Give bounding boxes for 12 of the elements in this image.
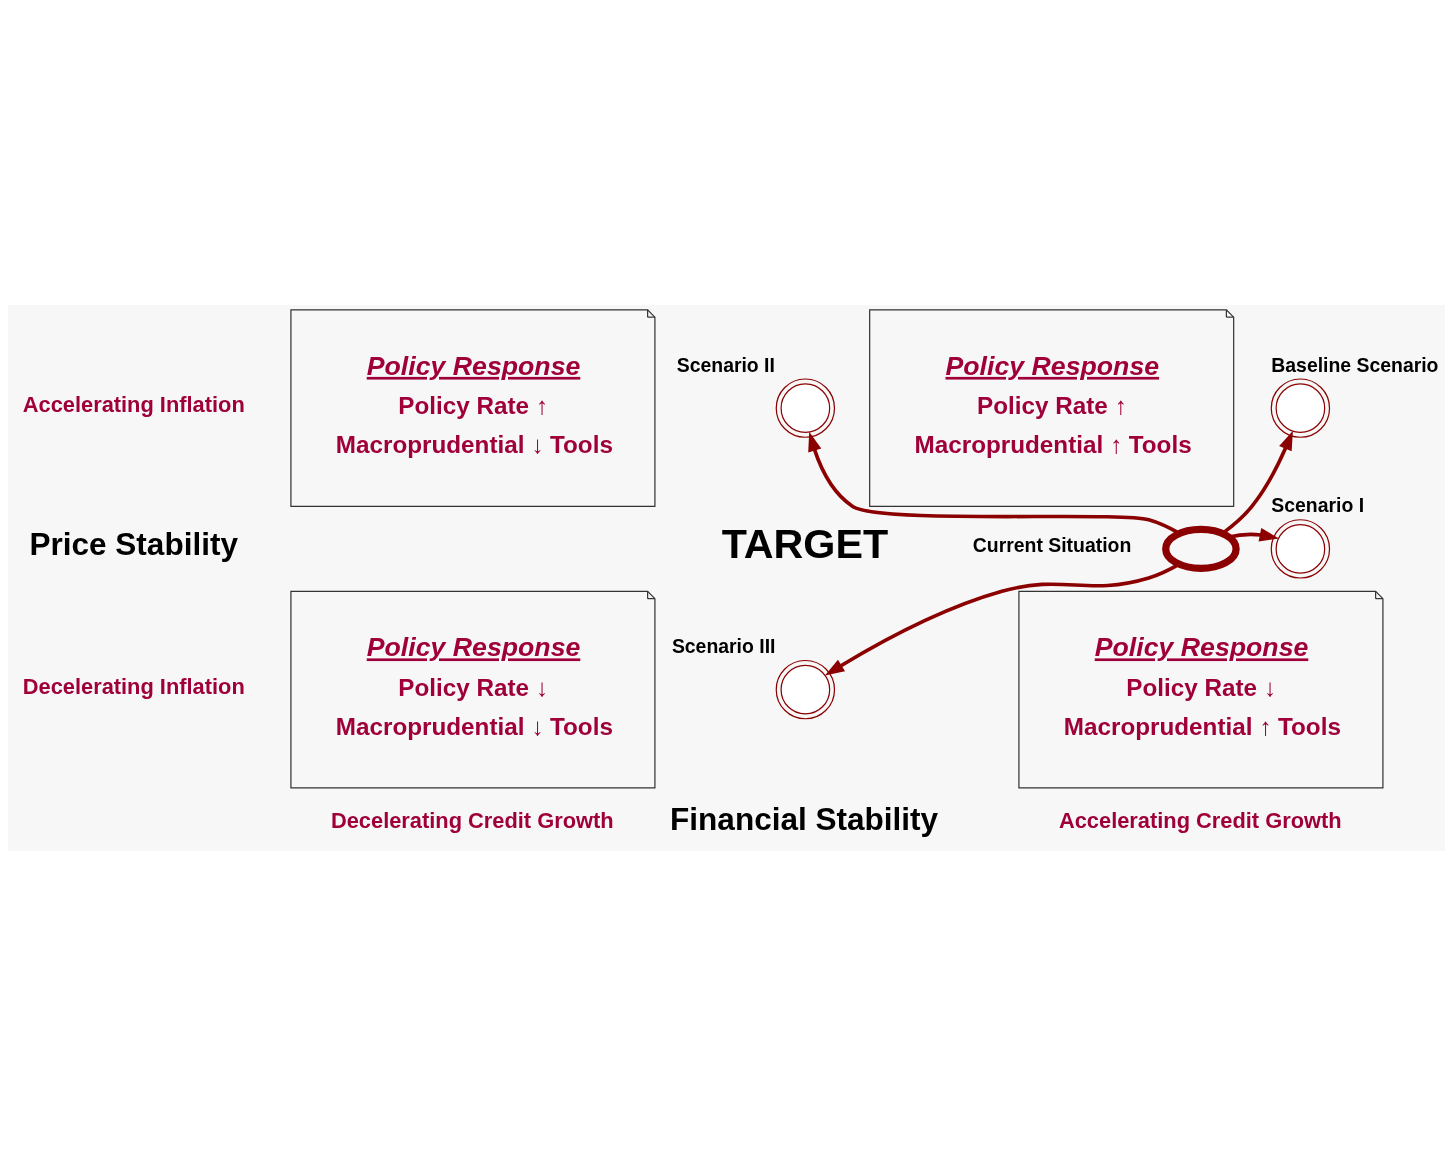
- label: Accelerating Inflation: [22, 391, 245, 417]
- node-label: Scenario II: [676, 352, 775, 375]
- label: Decelerating Inflation: [22, 673, 245, 699]
- label: TARGET: [721, 520, 889, 567]
- label: Accelerating Credit Growth: [1058, 807, 1342, 833]
- node-label: Baseline Scenario: [1271, 352, 1439, 375]
- node-label: Scenario III: [671, 634, 776, 657]
- node-label: Scenario I: [1271, 493, 1365, 516]
- label: Financial Stability: [670, 800, 939, 837]
- node-label: Current Situation: [972, 533, 1132, 556]
- label: Decelerating Credit Growth: [330, 807, 614, 833]
- label: Price Stability: [29, 525, 238, 562]
